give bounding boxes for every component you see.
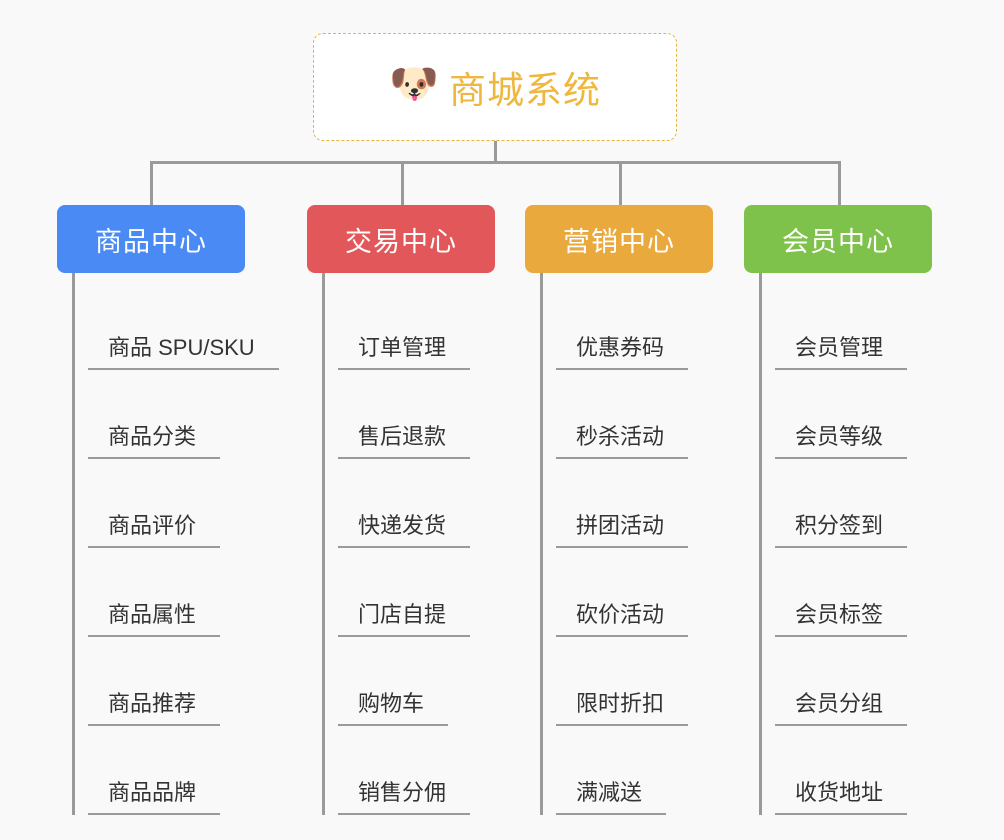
list-item[interactable]: 销售分佣 <box>325 726 495 815</box>
list-item-label: 售后退款 <box>338 419 471 459</box>
list-item-label: 销售分佣 <box>338 775 471 815</box>
branch-marketing-center: 营销中心 优惠券码 秒杀活动 拼团活动 砍价活动 限时折扣 满减送 <box>525 205 713 815</box>
list-item-label: 商品属性 <box>88 597 221 637</box>
list-item[interactable]: 购物车 <box>325 637 495 726</box>
branch-header-marketing-center[interactable]: 营销中心 <box>525 205 713 273</box>
list-item-label: 拼团活动 <box>556 508 689 548</box>
list-item-label: 秒杀活动 <box>556 419 689 459</box>
branch-items-member-center: 会员管理 会员等级 积分签到 会员标签 会员分组 收货地址 <box>759 273 932 815</box>
list-item[interactable]: 优惠券码 <box>543 281 713 370</box>
list-item-label: 限时折扣 <box>556 686 689 726</box>
list-item[interactable]: 满减送 <box>543 726 713 815</box>
connector-drop-marketing-center <box>619 161 622 205</box>
list-item[interactable]: 商品评价 <box>75 459 245 548</box>
list-item-label: 优惠券码 <box>556 330 689 370</box>
branch-items-marketing-center: 优惠券码 秒杀活动 拼团活动 砍价活动 限时折扣 满减送 <box>540 273 713 815</box>
connector-horizontal-bus <box>150 161 838 164</box>
list-item-label: 砍价活动 <box>556 597 689 637</box>
branch-items-product-center: 商品 SPU/SKU 商品分类 商品评价 商品属性 商品推荐 商品品牌 <box>72 273 279 815</box>
list-item[interactable]: 限时折扣 <box>543 637 713 726</box>
list-item[interactable]: 快递发货 <box>325 459 495 548</box>
list-item[interactable]: 积分签到 <box>762 459 932 548</box>
branch-member-center: 会员中心 会员管理 会员等级 积分签到 会员标签 会员分组 收货地址 <box>744 205 932 815</box>
list-item-label: 会员等级 <box>775 419 908 459</box>
connector-root-stem <box>494 141 497 163</box>
list-item[interactable]: 会员等级 <box>762 370 932 459</box>
list-item-label: 会员标签 <box>775 597 908 637</box>
list-item-label: 商品评价 <box>88 508 221 548</box>
branch-header-member-center[interactable]: 会员中心 <box>744 205 932 273</box>
list-item[interactable]: 商品分类 <box>75 370 245 459</box>
list-item[interactable]: 砍价活动 <box>543 548 713 637</box>
list-item-label: 积分签到 <box>775 508 908 548</box>
list-item-label: 会员管理 <box>775 330 908 370</box>
list-item[interactable]: 秒杀活动 <box>543 370 713 459</box>
list-item-label: 商品 SPU/SKU <box>88 330 279 370</box>
connector-drop-product-center <box>150 161 153 205</box>
list-item[interactable]: 商品属性 <box>75 548 245 637</box>
branch-header-product-center[interactable]: 商品中心 <box>57 205 245 273</box>
list-item-label: 会员分组 <box>775 686 908 726</box>
root-node[interactable]: 🐶 商城系统 <box>313 33 677 141</box>
list-item[interactable]: 拼团活动 <box>543 459 713 548</box>
connector-drop-trade-center <box>401 161 404 205</box>
connector-drop-member-center <box>838 161 841 205</box>
list-item-label: 订单管理 <box>338 330 471 370</box>
list-item-label: 购物车 <box>338 686 449 726</box>
list-item-label: 快递发货 <box>338 508 471 548</box>
list-item-label: 满减送 <box>556 775 667 815</box>
branch-header-label: 商品中心 <box>95 226 207 257</box>
list-item-label: 商品分类 <box>88 419 221 459</box>
branch-product-center: 商品中心 商品 SPU/SKU 商品分类 商品评价 商品属性 商品推荐 商品品牌 <box>57 205 279 815</box>
dog-face-icon: 🐶 <box>389 62 439 106</box>
branch-trade-center: 交易中心 订单管理 售后退款 快递发货 门店自提 购物车 销售分佣 <box>307 205 495 815</box>
list-item[interactable]: 收货地址 <box>762 726 932 815</box>
list-item[interactable]: 售后退款 <box>325 370 495 459</box>
branch-items-trade-center: 订单管理 售后退款 快递发货 门店自提 购物车 销售分佣 <box>322 273 495 815</box>
list-item-label: 门店自提 <box>338 597 471 637</box>
list-item[interactable]: 门店自提 <box>325 548 495 637</box>
list-item[interactable]: 会员分组 <box>762 637 932 726</box>
list-item-label: 商品品牌 <box>88 775 221 815</box>
list-item[interactable]: 商品 SPU/SKU <box>75 281 279 370</box>
branch-header-label: 营销中心 <box>563 226 675 257</box>
branch-header-label: 会员中心 <box>782 226 894 257</box>
list-item-label: 商品推荐 <box>88 686 221 726</box>
list-item-label: 收货地址 <box>775 775 908 815</box>
list-item[interactable]: 会员管理 <box>762 281 932 370</box>
list-item[interactable]: 商品推荐 <box>75 637 245 726</box>
branch-header-label: 交易中心 <box>345 226 457 257</box>
branch-header-trade-center[interactable]: 交易中心 <box>307 205 495 273</box>
list-item[interactable]: 会员标签 <box>762 548 932 637</box>
root-title: 商城系统 <box>449 70 601 111</box>
list-item[interactable]: 订单管理 <box>325 281 495 370</box>
list-item[interactable]: 商品品牌 <box>75 726 245 815</box>
